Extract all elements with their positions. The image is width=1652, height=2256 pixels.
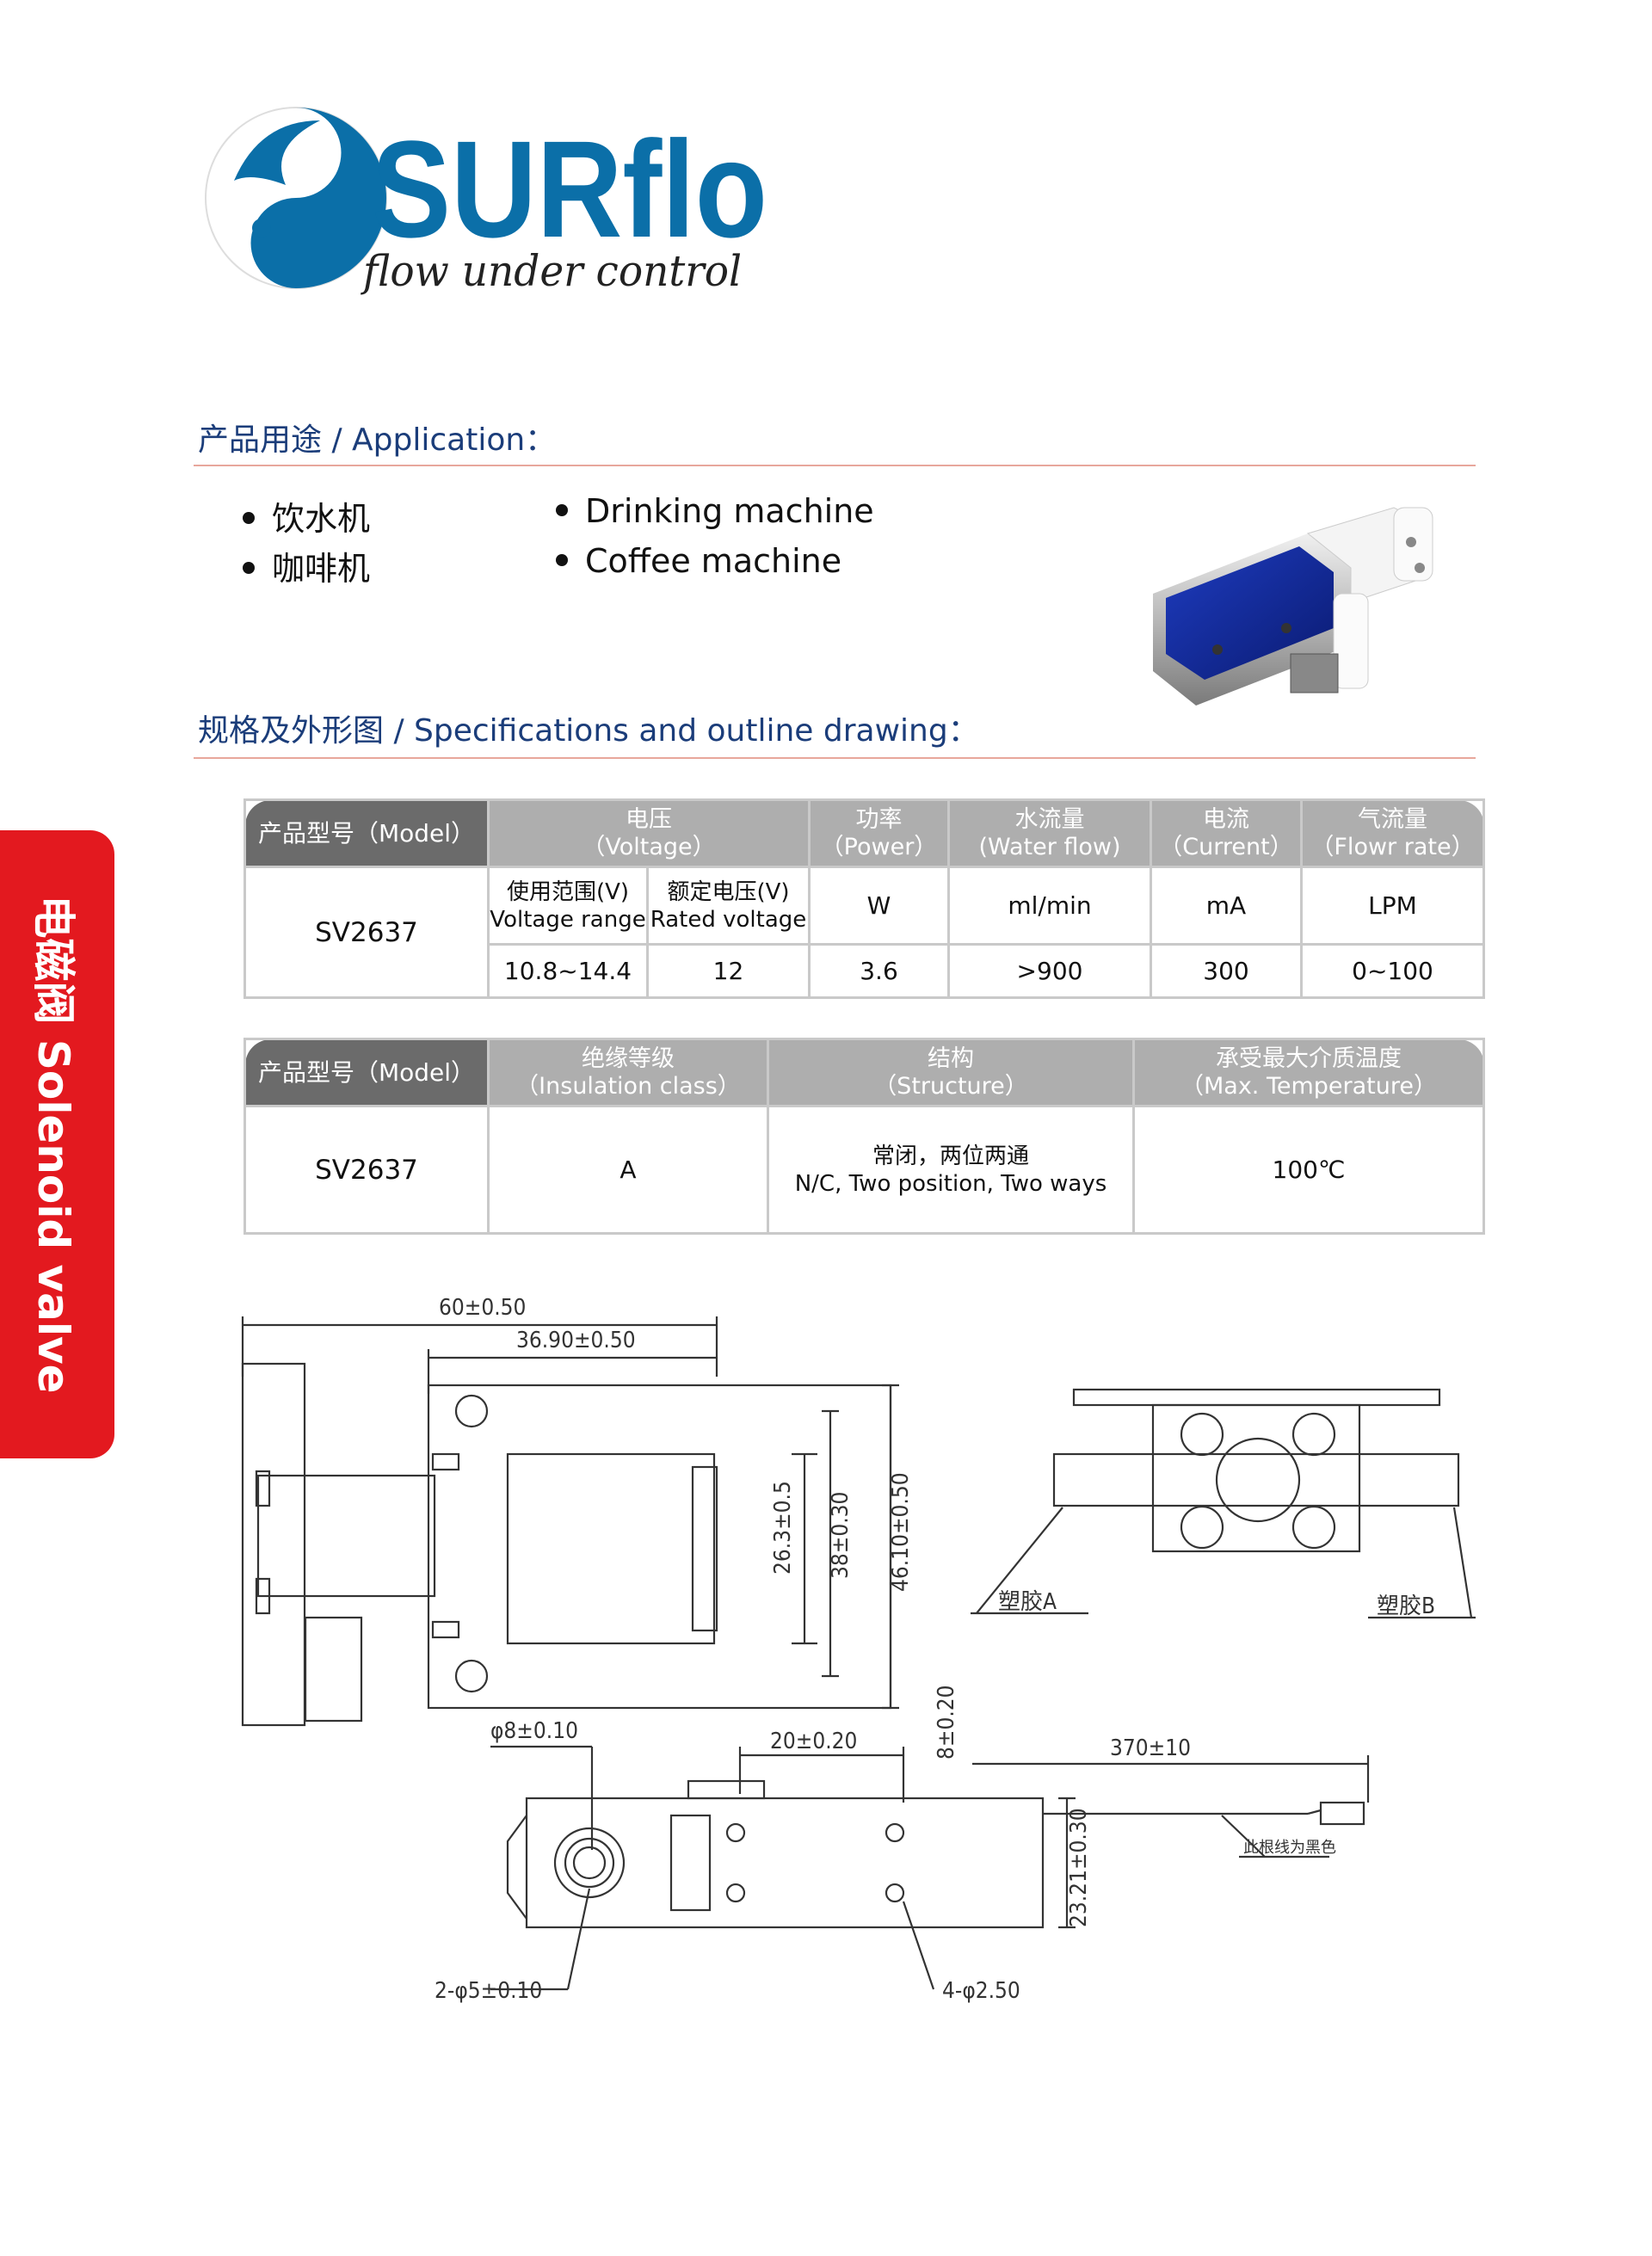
spec-table-structure: 产品型号（Model） 绝缘等级（Insulation class） 结构（St… bbox=[243, 1038, 1485, 1235]
value-insulation: A bbox=[487, 1105, 769, 1235]
dim-body-length: 36.90±0.50 bbox=[516, 1328, 636, 1353]
dim-wire-length: 370±10 bbox=[1110, 1735, 1191, 1761]
header-max-temperature: 承受最大介质温度（Max. Temperature） bbox=[1132, 1038, 1485, 1107]
value-water-flow: >900 bbox=[947, 943, 1152, 999]
unit-air-flow: LPM bbox=[1300, 866, 1485, 946]
bullet-icon bbox=[556, 553, 568, 566]
value-current: 300 bbox=[1150, 943, 1303, 999]
unit-water-flow: ml/min bbox=[947, 866, 1152, 946]
application-item-en-1: Drinking machine bbox=[556, 492, 874, 530]
unit-power: W bbox=[808, 866, 950, 946]
header-structure: 结构（Structure） bbox=[767, 1038, 1135, 1107]
application-item-label: Coffee machine bbox=[585, 542, 842, 580]
model-cell: SV2637 bbox=[243, 1105, 490, 1235]
bullet-icon bbox=[556, 503, 568, 516]
label-plastic-b: 塑胶B bbox=[1377, 1593, 1435, 1619]
model-cell: SV2637 bbox=[243, 866, 490, 999]
label-wire-note: 此根线为黑色 bbox=[1243, 1839, 1336, 1857]
value-voltage-range: 10.8~14.4 bbox=[487, 943, 649, 999]
header-voltage: 电压（Voltage） bbox=[487, 798, 811, 868]
dim-port-diameter: φ8±0.10 bbox=[490, 1718, 578, 1744]
dim-frame-height: 46.10±0.50 bbox=[888, 1472, 914, 1592]
value-rated-voltage: 12 bbox=[646, 943, 811, 999]
bullet-icon bbox=[243, 511, 255, 524]
header-water-flow: 水流量(Water flow) bbox=[947, 798, 1152, 868]
dim-mount-spacing: 20±0.20 bbox=[770, 1729, 857, 1754]
subheader-voltage-range: 使用范围(V)Voltage range bbox=[487, 866, 649, 946]
logo-wordmark: SURflo bbox=[372, 112, 767, 266]
application-item-label: 饮水机 bbox=[272, 500, 371, 538]
application-item-zh-2: 咖啡机 bbox=[243, 542, 370, 589]
application-item-en-2: Coffee machine bbox=[556, 542, 841, 580]
dim-port-holes: 2-φ5±0.10 bbox=[435, 1978, 542, 2004]
application-divider bbox=[194, 465, 1476, 466]
dim-mount-holes: 4-φ2.50 bbox=[942, 1978, 1020, 2004]
dim-tab-offset: 8±0.20 bbox=[934, 1685, 959, 1760]
application-item-label: Drinking machine bbox=[585, 492, 874, 530]
solenoid-valve-photo bbox=[1153, 507, 1433, 706]
bullet-icon bbox=[243, 561, 255, 574]
header-power: 功率（Power） bbox=[808, 798, 950, 868]
logo-tagline: flow under control bbox=[360, 246, 742, 296]
subheader-rated-voltage: 额定电压(V)Rated voltage bbox=[646, 866, 811, 946]
value-power: 3.6 bbox=[808, 943, 950, 999]
dim-coil-height: 26.3±0.5 bbox=[770, 1481, 796, 1575]
specs-divider bbox=[194, 757, 1476, 759]
header-air-flow: 气流量（Flowr rate） bbox=[1300, 798, 1485, 868]
label-plastic-a: 塑胶A bbox=[998, 1589, 1057, 1615]
unit-current: mA bbox=[1150, 866, 1303, 946]
header-model: 产品型号（Model） bbox=[243, 798, 490, 868]
application-item-zh-1: 饮水机 bbox=[243, 492, 370, 539]
dim-overall-length: 60±0.50 bbox=[439, 1295, 526, 1321]
application-item-label: 咖啡机 bbox=[272, 550, 371, 588]
specs-heading: 规格及外形图 / Specifications and outline draw… bbox=[198, 713, 979, 749]
side-category-tab: 电磁阀 Solenoid valve bbox=[0, 830, 114, 1458]
header-current: 电流（Current） bbox=[1150, 798, 1303, 868]
value-air-flow: 0~100 bbox=[1300, 943, 1485, 999]
surflo-logo: SURflo flow under control bbox=[205, 107, 767, 296]
header-model: 产品型号（Model） bbox=[243, 1038, 490, 1107]
spec-table-electrical: 产品型号（Model） 电压（Voltage） 功率（Power） 水流量(Wa… bbox=[243, 798, 1485, 999]
application-heading: 产品用途 / Application： bbox=[198, 422, 557, 458]
value-max-temperature: 100℃ bbox=[1132, 1105, 1485, 1235]
header-insulation: 绝缘等级（Insulation class） bbox=[487, 1038, 769, 1107]
dim-body-depth: 23.21±0.30 bbox=[1066, 1808, 1092, 1927]
dim-hole-spacing: 38±0.30 bbox=[828, 1492, 854, 1579]
